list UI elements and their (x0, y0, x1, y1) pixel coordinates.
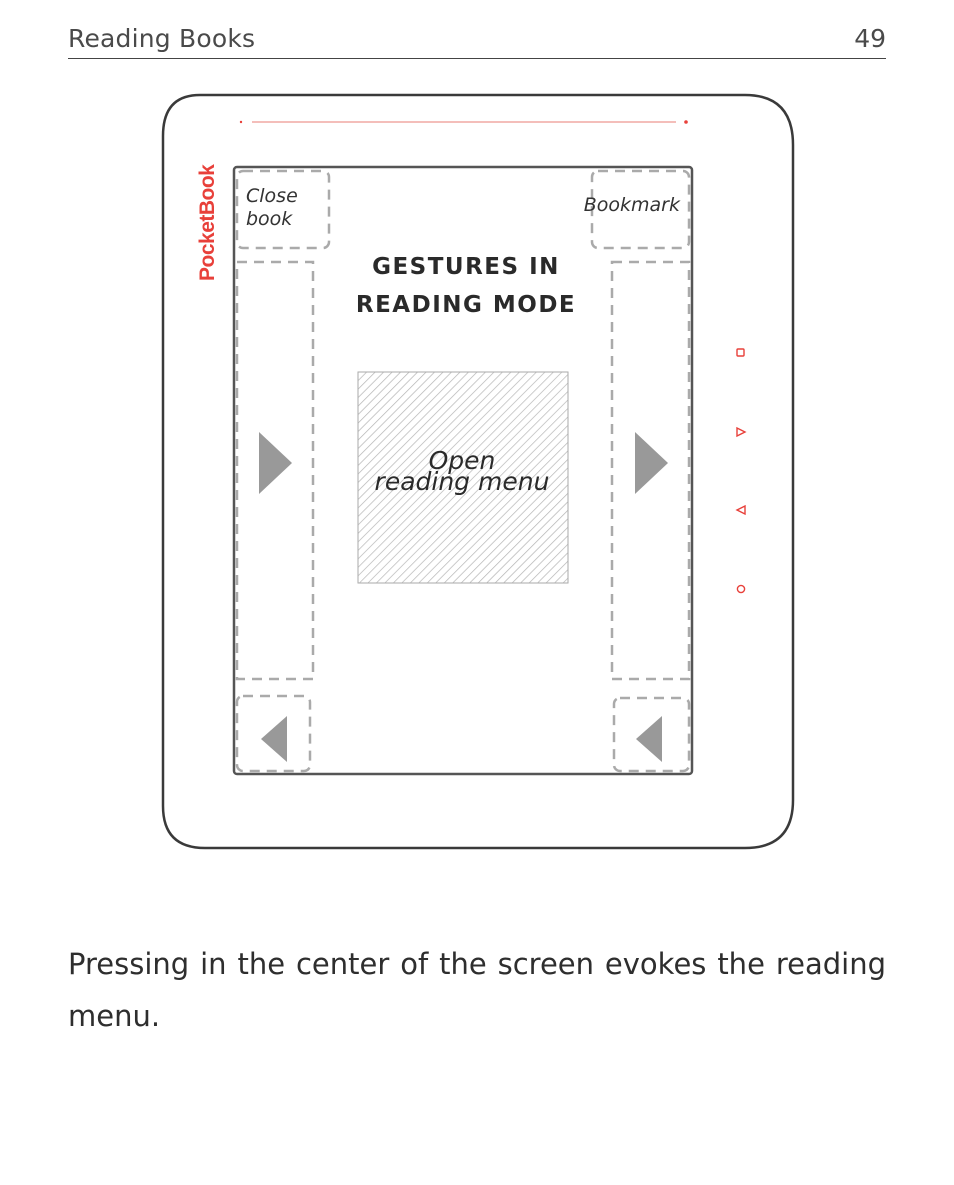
right-next-zone (610, 260, 691, 681)
right-prev-zone (612, 696, 691, 773)
left-prev-zone (235, 694, 312, 773)
close-book-label-line1: Close (246, 185, 298, 207)
circle-button-icon (736, 584, 746, 594)
next-page-arrow-icon (259, 432, 292, 494)
previous-page-arrow-icon (636, 716, 662, 762)
play-button-icon (736, 426, 747, 438)
screen-title-line2: READING MODE (356, 292, 576, 318)
square-button-icon (736, 348, 745, 357)
close-book-label-line2: book (246, 208, 293, 230)
body-paragraph: Pressing in the center of the screen evo… (68, 947, 886, 1033)
open-menu-label-line2: reading menu (375, 467, 550, 496)
previous-page-arrow-icon (261, 716, 287, 762)
page-header: Reading Books 49 (68, 20, 886, 59)
screen-title-line1: GESTURES IN (372, 254, 560, 280)
bookmark-label: Bookmark (584, 194, 681, 216)
open-menu-zone (357, 371, 569, 584)
brand-logo: PocketBook (196, 164, 219, 281)
close-book-zone (235, 169, 331, 250)
top-indicator-dot-left (239, 120, 243, 124)
bookmark-zone (590, 169, 691, 250)
open-menu-label-line1: Open (429, 446, 496, 475)
page-number: 49 (854, 24, 886, 53)
back-button-icon (735, 504, 746, 516)
section-title: Reading Books (68, 24, 256, 53)
left-next-zone (235, 260, 315, 681)
top-indicator-dot-right (684, 120, 688, 124)
next-page-arrow-icon (635, 432, 668, 494)
device-illustration: PocketBook Close book Bookmark GESTURES … (161, 93, 795, 850)
